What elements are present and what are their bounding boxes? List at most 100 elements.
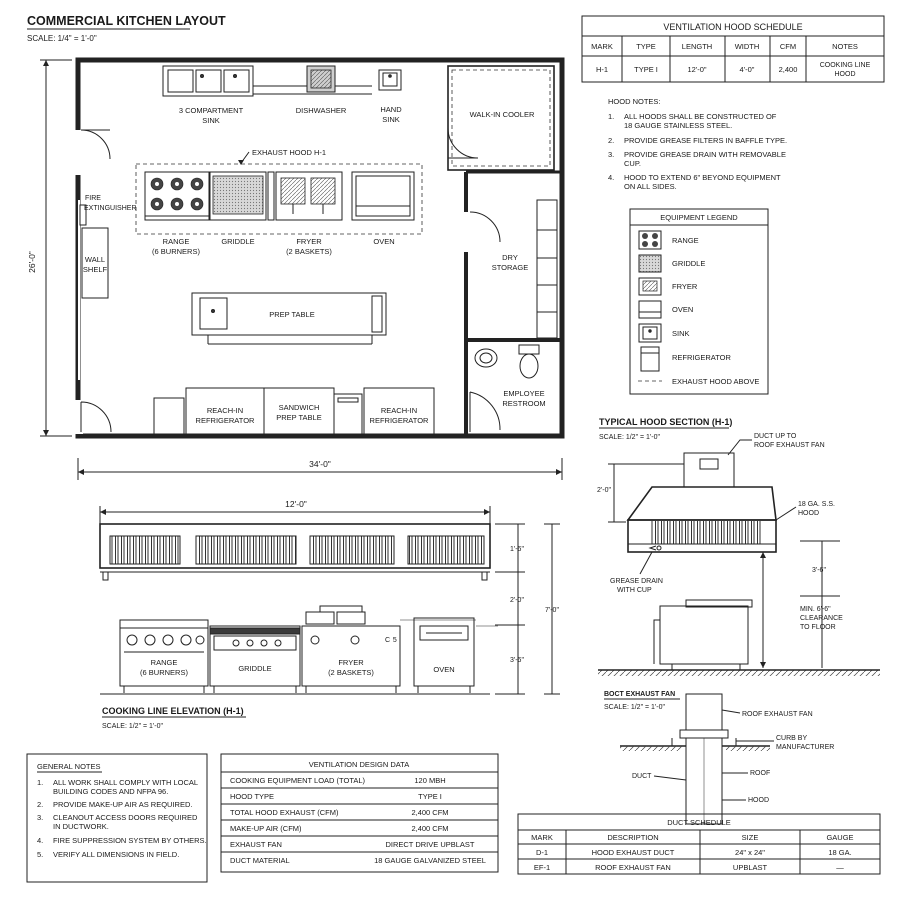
svg-text:MARK: MARK [591,42,613,51]
bottom-fridge-small [333,393,363,435]
fan-title: BOCT EXHAUST FAN [604,691,675,698]
bottom-sink-left [153,397,185,435]
svg-text:GREASE DRAIN: GREASE DRAIN [610,578,663,585]
svg-text:DUCT MATERIAL: DUCT MATERIAL [230,856,290,865]
svg-text:ROOF EXHAUST FAN: ROOF EXHAUST FAN [742,711,813,718]
svg-text:5.: 5. [37,850,43,859]
svg-text:SINK: SINK [202,116,220,125]
svg-text:EXHAUST HOOD ABOVE: EXHAUST HOOD ABOVE [672,377,759,386]
hood-schedule-cell: H-1 [596,65,608,74]
plan-scale: SCALE: 1/4" = 1'-0" [27,34,97,43]
svg-text:2,400: 2,400 [779,65,798,74]
svg-text:CURB BY: CURB BY [776,735,807,742]
plan-range-label: RANGE [163,237,190,246]
section-floor [598,670,880,676]
svg-text:CUP.: CUP. [624,159,641,168]
three-compartment-sink-label: 3 COMPARTMENT [179,106,244,115]
plan-oven-label: OVEN [373,237,394,246]
svg-text:EXTINGUISHER: EXTINGUISHER [84,205,137,212]
cooking-line-elevation: 12'-0" RANGE (6 BURNERS) GRIDDLE C 5 FRY… [99,499,560,730]
door-swing-left-upper [80,129,111,160]
svg-text:GAUGE: GAUGE [826,833,853,842]
duct-schedule-title: DUCT SCHEDULE [667,818,731,827]
svg-text:SINK: SINK [672,329,690,338]
svg-text:ROOF: ROOF [750,770,770,777]
elevation-dim-b: 2'-0" [510,597,524,604]
elevation-dim-c: 3'-6" [510,657,524,664]
svg-text:TYPE I: TYPE I [634,65,658,74]
svg-text:HOOD: HOOD [835,71,856,78]
svg-text:FIRE SUPPRESSION SYSTEM BY OTH: FIRE SUPPRESSION SYSTEM BY OTHERS. [53,836,207,845]
svg-text:4.: 4. [608,173,614,182]
svg-text:12'-0": 12'-0" [687,65,706,74]
restroom-door-swing [469,391,501,432]
svg-text:CLEARANCE: CLEARANCE [800,615,843,622]
svg-text:PREP TABLE: PREP TABLE [276,413,321,422]
door-opening-left-upper [73,130,83,175]
door-opening-left-lower [73,400,83,434]
dry-storage-shelving [536,199,558,339]
svg-text:18 GA. S.S.: 18 GA. S.S. [798,501,835,508]
svg-text:RANGE: RANGE [151,658,178,667]
svg-text:18 GAUGE GALVANIZED STEEL: 18 GAUGE GALVANIZED STEEL [374,856,486,865]
svg-text:STORAGE: STORAGE [492,263,529,272]
svg-text:UPBLAST: UPBLAST [733,863,768,872]
door-swing-left-lower [80,401,112,433]
prep-table [191,292,387,336]
svg-text:LENGTH: LENGTH [682,42,712,51]
section-scale: SCALE: 1/2" = 1'-0" [599,434,660,441]
svg-text:18 GA.: 18 GA. [828,848,851,857]
elevation-fryer [301,625,401,687]
legend-range-icon [638,230,662,250]
svg-text:HOOD: HOOD [748,797,769,804]
svg-text:TO FLOOR: TO FLOOR [800,624,836,631]
ventilation-design-data-table: VENTILATION DESIGN DATA COOKING EQUIPMEN… [220,753,499,873]
fan-scale: SCALE: 1/2" = 1'-0" [604,704,665,711]
restroom-label: EMPLOYEE [503,389,544,398]
legend-title: EQUIPMENT LEGEND [660,213,738,222]
dry-storage-label: DRY [502,253,518,262]
svg-text:REFRIGERATOR: REFRIGERATOR [196,416,255,425]
svg-text:DIRECT DRIVE UPBLAST: DIRECT DRIVE UPBLAST [385,840,474,849]
svg-text:ROOF EXHAUST FAN: ROOF EXHAUST FAN [754,442,825,449]
svg-text:TYPE I: TYPE I [418,792,442,801]
plan-title: COMMERCIAL KITCHEN LAYOUT [27,14,226,28]
walk-in-cooler-label: WALK-IN COOLER [470,110,535,119]
svg-text:HOOD TO EXTEND 6" BEYOND EQUIP: HOOD TO EXTEND 6" BEYOND EQUIPMENT [624,173,781,182]
svg-text:C 5: C 5 [385,637,397,644]
vent-data-title: VENTILATION DESIGN DATA [309,760,409,769]
hood-filter [195,535,297,565]
svg-text:2.: 2. [608,136,614,145]
three-compartment-sink [162,65,254,97]
svg-text:4.: 4. [37,836,43,845]
svg-text:(6 BURNERS): (6 BURNERS) [152,247,200,256]
svg-text:3.: 3. [608,150,614,159]
fire-extinguisher [79,204,87,226]
cooler-door-swing [447,127,479,159]
svg-text:2,400 CFM: 2,400 CFM [411,824,448,833]
svg-text:24" x 24": 24" x 24" [735,848,765,857]
plan-griddle-label: GRIDDLE [221,237,254,246]
svg-text:IN DUCTWORK.: IN DUCTWORK. [53,822,109,831]
hood-notes: HOOD NOTES: 1. ALL HOODS SHALL BE CONSTR… [608,97,787,191]
elevation-scale: SCALE: 1/2" = 1'-0" [102,723,163,730]
hood-filter [109,535,181,565]
svg-text:ALL WORK SHALL COMPLY WITH LOC: ALL WORK SHALL COMPLY WITH LOCAL [53,778,198,787]
svg-text:WIDTH: WIDTH [735,42,760,51]
duct-schedule-table: DUCT SCHEDULE MARK DESCRIPTION SIZE GAUG… [517,813,881,875]
svg-text:SHELF: SHELF [83,265,108,274]
sandwich-prep-label: SANDWICH [279,403,320,412]
plan-fryer-label: FRYER [296,237,322,246]
hand-sink-unit [378,69,402,91]
svg-text:120 MBH: 120 MBH [414,776,445,785]
svg-text:3.: 3. [37,813,43,822]
svg-text:COOKING EQUIPMENT LOAD (TOTAL): COOKING EQUIPMENT LOAD (TOTAL) [230,776,366,785]
hood-section-detail: TYPICAL HOOD SECTION (H-1) SCALE: 1/2" =… [597,417,880,676]
roof-fan-housing [685,693,723,731]
reach-in-left-label: REACH-IN [207,406,243,415]
svg-text:2.: 2. [37,800,43,809]
svg-text:DESCRIPTION: DESCRIPTION [607,833,658,842]
svg-text:RESTROOM: RESTROOM [502,399,545,408]
